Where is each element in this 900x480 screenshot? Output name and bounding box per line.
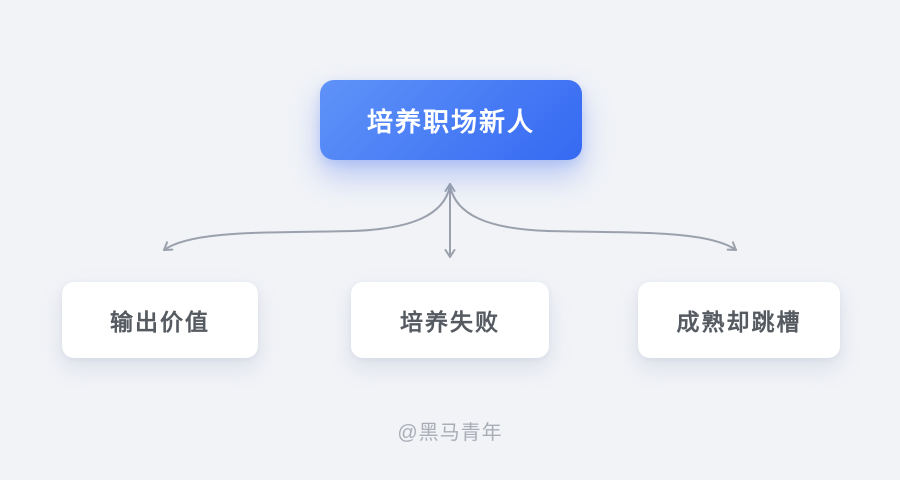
child-node-3-label: 成熟却跳槽 <box>676 309 802 335</box>
child-node-2[interactable]: 培养失败 <box>351 282 549 358</box>
root-node-label: 培养职场新人 <box>366 106 535 137</box>
root-node[interactable]: 培养职场新人 <box>320 80 582 160</box>
child-node-1-label: 输出价值 <box>110 309 210 335</box>
child-node-2-label: 培养失败 <box>400 309 500 335</box>
child-node-3[interactable]: 成熟却跳槽 <box>638 282 840 358</box>
arrow-root-to-child-1 <box>163 185 451 251</box>
child-node-1[interactable]: 输出价值 <box>62 282 258 358</box>
watermark: @黑马青年 <box>397 422 503 444</box>
arrow-root-to-child-3 <box>449 185 737 251</box>
